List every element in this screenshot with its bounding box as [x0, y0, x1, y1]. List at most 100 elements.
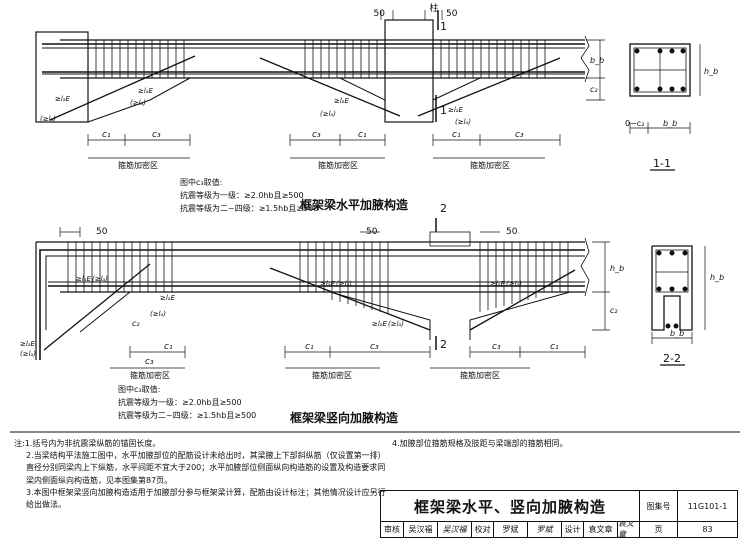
page-number: 83: [677, 521, 737, 537]
section-1-label: 1-1: [653, 157, 671, 170]
top-note-line2: 抗震等级为一级：≥2.0hb且≥500: [180, 190, 304, 200]
zone-label-1: 箍筋加密区: [118, 160, 158, 170]
designer-signature: 袁文章: [617, 521, 639, 537]
hb-label-section2: h_b: [710, 273, 724, 282]
bb-label-section: b_b: [663, 119, 677, 128]
lae-label-b2: ≥lₐE: [20, 340, 36, 348]
la-label-b4: (≥lₐ): [336, 280, 352, 288]
column-label: 柱: [429, 2, 438, 14]
reviewer-signature: 吴汉福: [437, 521, 471, 537]
c1-label-b1: c₁: [164, 342, 173, 352]
lae-label-b3: ≥lₐE: [160, 294, 176, 302]
la-label: (≥lₐ): [40, 115, 56, 123]
section-mark-2-top: 2: [440, 202, 447, 215]
la-label-4: (≥lₐ): [455, 118, 471, 126]
zone-label-3: 箍筋加密区: [470, 160, 510, 170]
top-note-line1: 图中c₃取值:: [180, 177, 222, 187]
note-1: 注:1.括号内为非抗震梁纵筋的锚固长度。: [14, 439, 161, 448]
top-title: 框架梁水平加腋构造: [300, 197, 409, 212]
c3-label-b2: c₃: [370, 342, 379, 352]
c3-label-b3: c₃: [492, 342, 501, 352]
c1-label-b2: c₁: [305, 342, 314, 352]
bb-label: b_b: [590, 56, 604, 65]
check-label: 校对: [471, 521, 493, 537]
note-3: 3.本图中框架梁竖向加腋构造适用于加腋部分参与框架梁计算，配筋由设计标注；其他情…: [26, 487, 386, 510]
dim-50-label: 50: [374, 9, 386, 19]
lae-label-b4: ≥lₐE: [320, 280, 336, 288]
checker-signature: 罗斌: [527, 521, 561, 537]
section-2-2: [651, 245, 706, 366]
section-mark-1: 1: [440, 104, 447, 117]
section-1-dim: 0−c₂: [625, 119, 644, 128]
dim-50-bottom-right: 50: [506, 227, 518, 237]
c1-label-mid: c₁: [358, 130, 367, 140]
la-label-b6: (≥lₐ): [388, 320, 404, 328]
section-2-label: 2-2: [663, 352, 681, 365]
horizontal-haunch-detail: [35, 10, 605, 159]
section-1-1: [629, 43, 701, 171]
lae-label-b6: ≥lₐE: [372, 320, 388, 328]
c3-label-right: c₃: [515, 130, 524, 140]
page-label: 页: [639, 521, 677, 537]
zone-label-b2: 箍筋加密区: [312, 370, 352, 380]
title-block: 框架梁水平、竖向加腋构造 图集号 11G101-1 审核 吴汉福 吴汉福 校对 …: [380, 490, 738, 538]
c3-label: c₃: [152, 130, 161, 140]
bottom-title: 框架梁竖向加腋构造: [290, 410, 399, 425]
atlas-number: 11G101-1: [677, 491, 737, 521]
lae-label-b1: ≥lₐE: [76, 275, 92, 283]
drawing-title: 框架梁水平、竖向加腋构造: [413, 497, 606, 516]
zone-label-2: 箍筋加密区: [318, 160, 358, 170]
atlas-label: 图集号: [639, 491, 677, 521]
c2-label-b2: c₂: [132, 319, 140, 328]
c2-label-b: c₂: [610, 306, 618, 315]
dim-50-bottom-left: 50: [96, 227, 108, 237]
c1-label-right: c₁: [452, 130, 461, 140]
dims-bottom: [59, 227, 610, 369]
zone-label-b1: 箍筋加密区: [130, 370, 170, 380]
stirrups-bottom: [67, 242, 569, 314]
lae-label-3: ≥lₐE: [334, 97, 350, 105]
c1-label-b3: c₁: [550, 342, 559, 352]
design-label: 设计: [561, 521, 583, 537]
bb-label-section2: b_b: [670, 329, 684, 338]
note-2: 2.当梁结构平法施工图中，水平加腋部位的配筋设计未给出时，其梁腋上下部斜纵筋（仅…: [26, 451, 386, 485]
checker-name: 罗斌: [493, 521, 527, 537]
bottom-note-line2: 抗震等级为一级：≥2.0hb且≥500: [118, 397, 242, 407]
c2-label: c₂: [590, 85, 598, 94]
c1-label: c₁: [102, 130, 111, 140]
section-mark-2-bottom: 2: [440, 338, 447, 351]
lae-label-b5: ≥lₐE: [490, 280, 506, 288]
lae-label: ≥lₐE: [55, 95, 71, 103]
middle-column: [384, 19, 434, 123]
la-label-2: (≥lₐ): [130, 99, 146, 107]
designer-name: 袁文章: [583, 521, 617, 537]
zone-label-b3: 箍筋加密区: [460, 370, 500, 380]
notes-block: 注:1.括号内为非抗震梁纵筋的锚固长度。 2.当梁结构平法施工图中，水平加腋部位…: [14, 438, 386, 511]
vertical-haunch-detail: [35, 218, 610, 369]
dim-50-bottom-mid: 50: [366, 227, 378, 237]
top-note-line3: 抗震等级为二~四级：≥1.5hb且≥500: [180, 203, 318, 213]
c3-label-mid: c₃: [312, 130, 321, 140]
la-label-b2: (≥lₐ): [20, 350, 36, 358]
la-label-b1: (≥lₐ): [92, 275, 108, 283]
note-4: 4.加腋部位箍筋规格及肢距与梁端部的箍筋相同。: [392, 439, 568, 448]
la-label-b5: (≥lₐ): [506, 280, 522, 288]
review-label: 审核: [384, 524, 400, 534]
section-mark-1-top: 1: [440, 20, 447, 33]
dims-top: [87, 10, 605, 159]
bottom-note-line3: 抗震等级为二~四级：≥1.5hb且≥500: [118, 410, 256, 420]
left-column: [35, 31, 89, 123]
reviewer-name: 吴汉福: [403, 521, 437, 537]
bottom-note-line1: 图中c₃取值:: [118, 384, 160, 394]
lae-label-2: ≥lₐE: [138, 87, 154, 95]
la-label-b3: (≥lₐ): [150, 310, 166, 318]
hb-label-b: h_b: [610, 264, 624, 273]
lae-label-4: ≥lₐE: [448, 106, 464, 114]
stirrups-top: [95, 40, 546, 78]
la-label-3: (≥lₐ): [320, 110, 336, 118]
hb-label: h_b: [704, 67, 718, 76]
dim-50-label-right: 50: [446, 9, 458, 19]
c3-label-b1: c₃: [145, 357, 154, 367]
